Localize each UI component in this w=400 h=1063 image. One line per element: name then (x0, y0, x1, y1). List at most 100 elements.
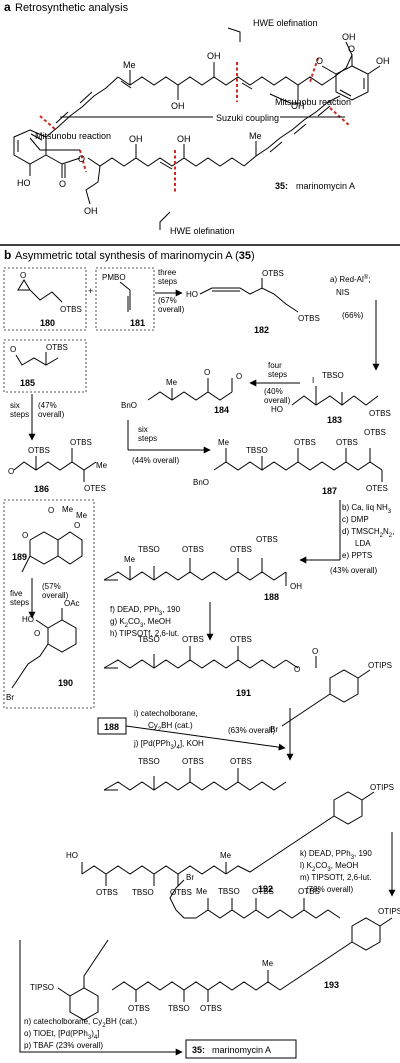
label-otbs-182b: OTBS (298, 314, 320, 323)
right-ring-inner-2 (339, 89, 352, 97)
label-oh-188: OH (290, 582, 302, 591)
label-otes-187: OTES (366, 484, 388, 493)
label-o-a2: O (348, 44, 355, 54)
label-otbs-183: OTBS (369, 409, 391, 418)
label-otbs-186a: OTBS (28, 446, 50, 455)
chain-185 (15, 354, 59, 366)
label-ho-190: HO (22, 615, 34, 624)
label-oh-a8: OH (84, 206, 98, 216)
callout-line-2 (269, 93, 300, 104)
compound-193: Me TBSO OTBS OTBS Br OTIPS Me OTBS TBSO … (30, 873, 400, 1021)
chain-181 (119, 281, 131, 310)
step-s7c: h) TIPSOTf, 2,6-lut. (110, 629, 179, 638)
label-o-189c: O (22, 531, 28, 540)
chain-192-top (103, 781, 287, 791)
compound-193-number: 193 (324, 980, 339, 990)
label-tbso-192a: TBSO (138, 757, 160, 766)
label-tbso-191: TBSO (138, 635, 160, 644)
upper-left-polyene (45, 76, 119, 138)
mitsunobu-disconnection-bottom (79, 149, 87, 173)
label-o-a3: O (59, 179, 66, 189)
lr-double-1 (269, 141, 283, 153)
callout-line-5 (159, 211, 171, 230)
label-o-186: O (8, 467, 14, 476)
label-bno-187: BnO (193, 478, 209, 487)
tipso-bond-193 (57, 987, 71, 997)
label-br-190: Br (6, 693, 14, 702)
compound-184-number: 184 (214, 405, 229, 415)
label-oh-a7: OH (177, 134, 191, 144)
step-s5b: steps (138, 434, 157, 443)
step-s11b: o) TlOEt, [Pd(PPh3)4] (24, 1029, 99, 1041)
compound-188-number: 188 (264, 592, 279, 602)
step-s1c: (67% (158, 296, 177, 305)
compound-182: HO OTBS OTBS 182 (186, 269, 320, 335)
label-o-189b: O (74, 521, 80, 530)
chain-188 (103, 571, 287, 581)
label-tbso-193b: TBSO (168, 1004, 190, 1013)
step-s9d: (63% overall) (228, 726, 275, 735)
label-o-180: O (20, 271, 26, 280)
label-oac-190: OAc (64, 599, 80, 608)
panel-a-letter: a (4, 0, 11, 14)
otips-bond-191 (357, 669, 371, 679)
label-ho-182: HO (186, 290, 198, 299)
otips-bond-193 (379, 917, 393, 927)
step-s5c: (44% overall) (132, 456, 179, 465)
step-s6d: LDA (355, 539, 371, 548)
label-me-193b: Me (262, 959, 274, 968)
label-o-a4: O (78, 154, 85, 164)
step-s8b: steps (10, 598, 29, 607)
ring-189-a (29, 531, 59, 565)
label-ho-a1: HO (17, 178, 31, 188)
step-s10d: (78% overall) (306, 885, 353, 894)
compound-181-number: 181 (130, 318, 145, 328)
compound-182-number: 182 (254, 325, 269, 335)
label-me-186: Me (96, 461, 108, 470)
arrow-to-final (19, 940, 183, 1056)
step-s1b: steps (158, 277, 177, 286)
compound-187-number: 187 (322, 486, 337, 496)
chain-187 (213, 461, 383, 471)
ring-193-right (351, 917, 381, 951)
step-s4d: overall) (38, 410, 65, 419)
label-oh-a1: OH (171, 101, 185, 111)
step-s6e: e) PPTS (342, 551, 372, 560)
plus-sign: + (88, 286, 93, 296)
label-me-189b: Me (76, 511, 88, 520)
label-otbs-191b: OTBS (230, 635, 252, 644)
epoxide-ring (17, 279, 31, 291)
callout-hwe-top: HWE olefination (253, 18, 318, 28)
label-me-a1: Me (123, 60, 136, 70)
label-me-187: Me (218, 438, 230, 447)
step-s1d: overall) (158, 305, 185, 314)
callout-line-4 (29, 137, 80, 151)
label-tbso-188: TBSO (138, 545, 160, 554)
label-otbs-187c: OTBS (364, 428, 386, 437)
bottom-chain (87, 157, 245, 167)
label-ho-192: HO (66, 851, 78, 860)
label-otips-193: OTIPS (378, 907, 400, 916)
chain-192-bottom (81, 865, 227, 875)
label-otbs-186b: OTBS (70, 438, 92, 447)
lr-double-3 (317, 105, 331, 117)
step-s3d: overall) (264, 396, 291, 405)
step-s3c: (40% (264, 387, 283, 396)
label-otbs-182a: OTBS (262, 269, 284, 278)
box-185 (3, 339, 87, 393)
label-otbs-188a: OTBS (182, 545, 204, 554)
compound-189-number: 189 (12, 552, 27, 562)
label-oh-a5: OH (376, 56, 390, 66)
step-s7a: f) DEAD, PPh3, 190 (110, 605, 181, 617)
chain-193-bottom (111, 981, 281, 991)
label-oh-a2: OH (207, 51, 221, 61)
panel-a-heading: Retrosynthetic analysis (15, 2, 129, 14)
chain-186 (13, 461, 97, 471)
step-s2c: (66%) (342, 311, 364, 320)
chain-182 (199, 287, 299, 313)
label-o-184b: O (236, 372, 242, 381)
right-ester-bond (321, 65, 337, 75)
label-me-188: Me (124, 555, 136, 564)
bromodiene-193 (169, 879, 185, 919)
